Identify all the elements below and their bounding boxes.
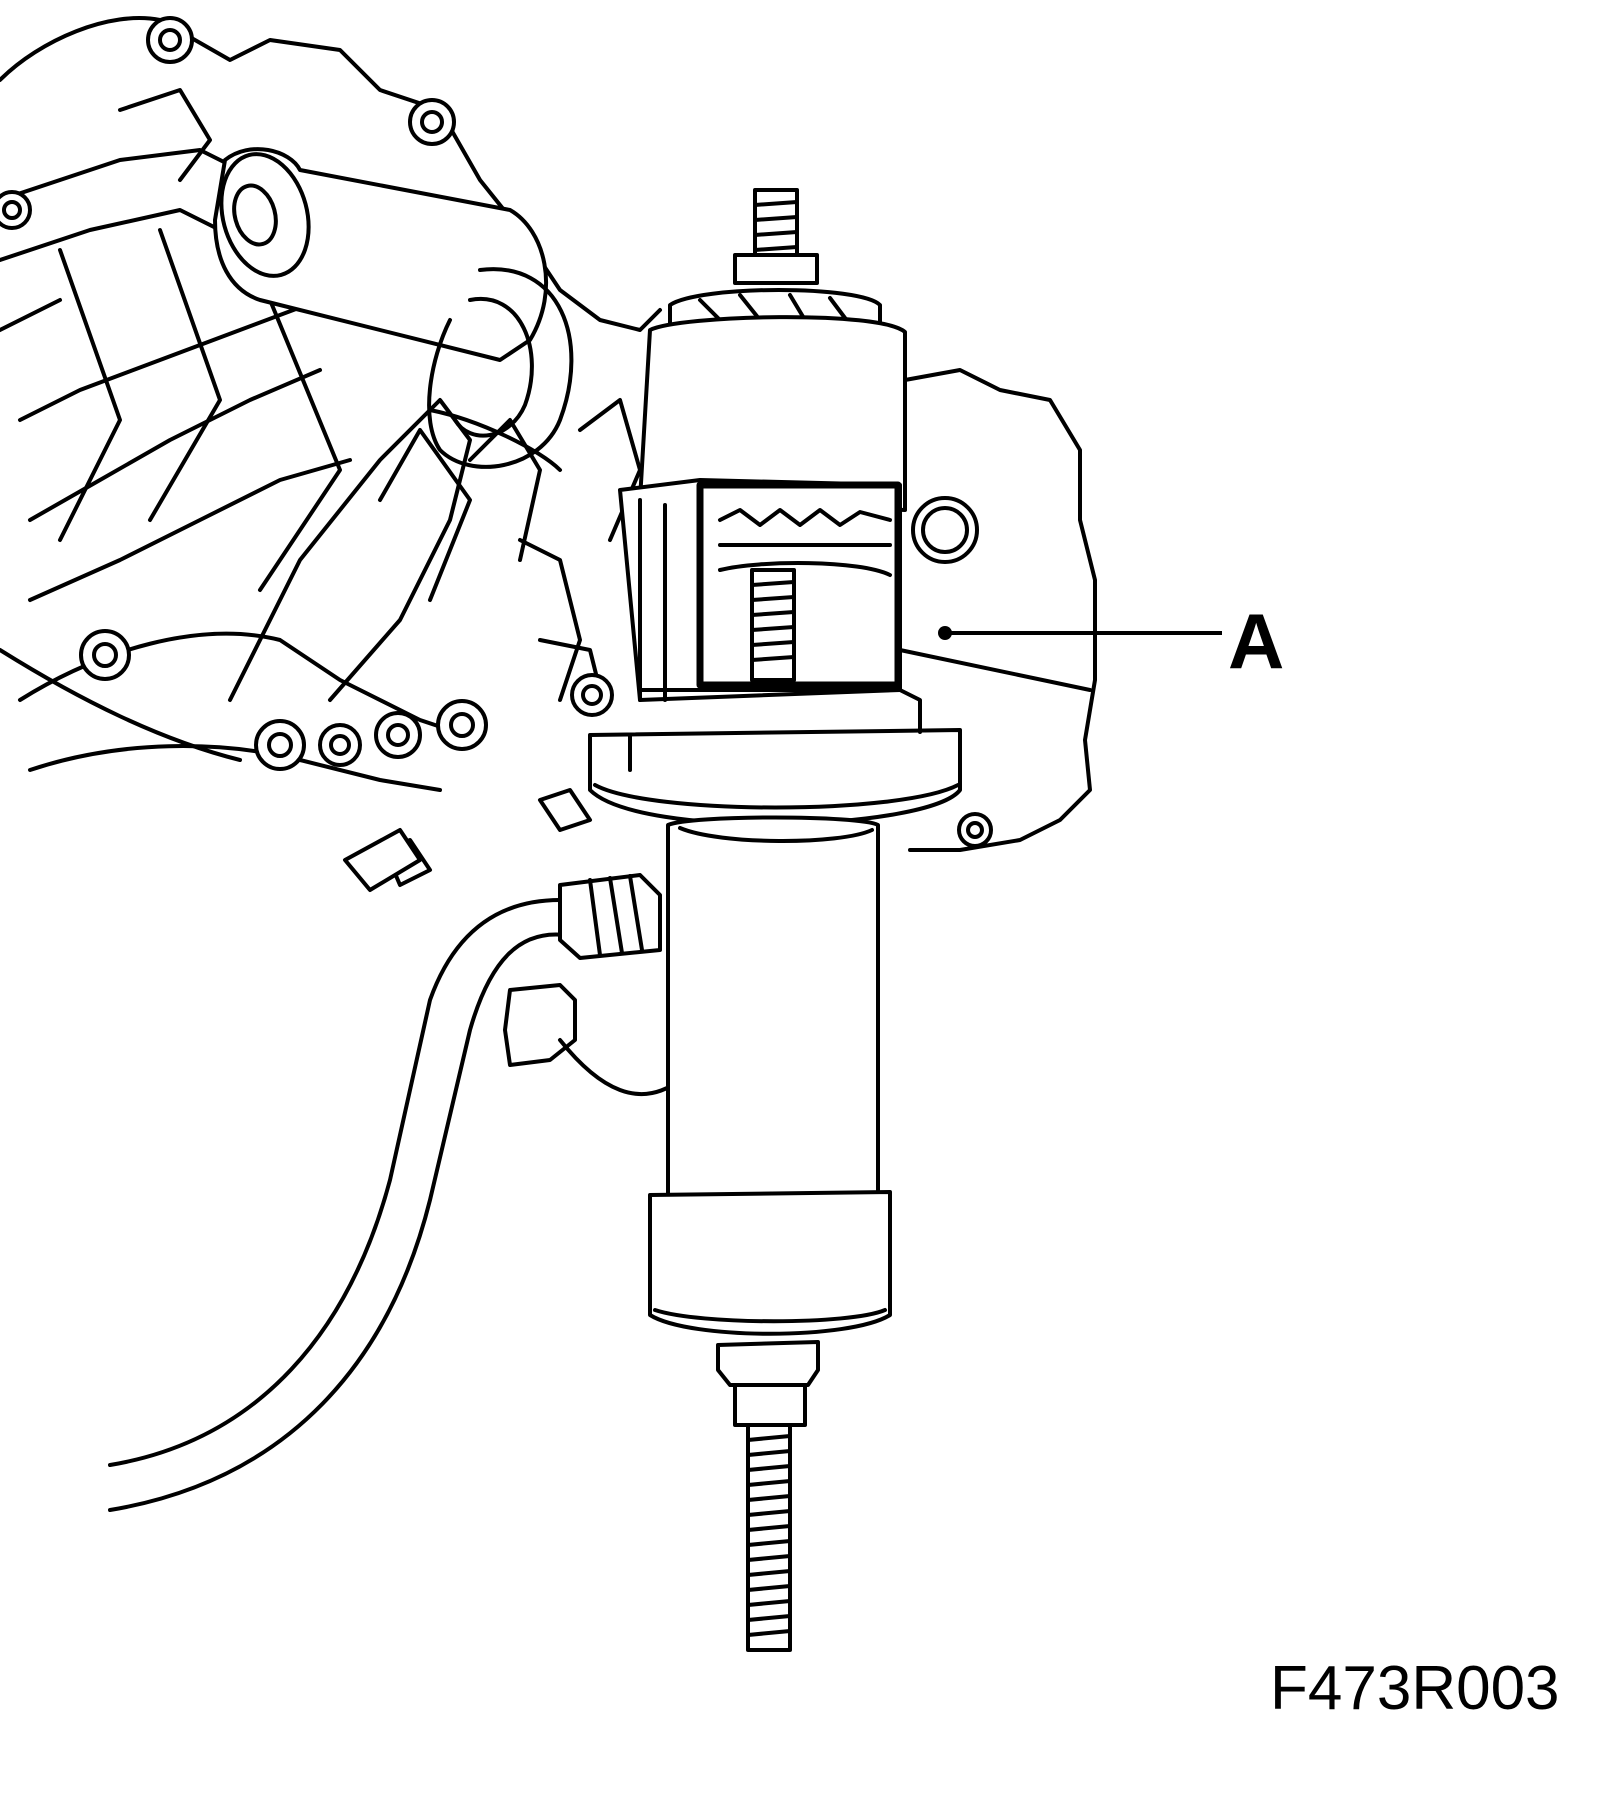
top-threaded-rod [733, 188, 819, 285]
callout-leader-a [938, 626, 1222, 640]
bolt-icon [957, 812, 993, 848]
mounting-lug [213, 147, 574, 472]
bolt-icon [436, 699, 488, 751]
bolt-icon [408, 98, 456, 146]
pipe [108, 788, 682, 1512]
bolt-icon [254, 719, 306, 771]
figure-code: F473R003 [1270, 1654, 1560, 1723]
bolt-icon [0, 190, 32, 230]
bolt-icon [79, 629, 131, 681]
special-tool [588, 188, 962, 1652]
bolt-icon [318, 723, 362, 767]
housing-bolts [0, 16, 993, 848]
bolt-icon [374, 711, 422, 759]
callout-label-a: A [1228, 597, 1285, 685]
bolt-icon [146, 16, 194, 64]
bolt-icon [570, 673, 614, 717]
right-housing [898, 368, 1097, 852]
